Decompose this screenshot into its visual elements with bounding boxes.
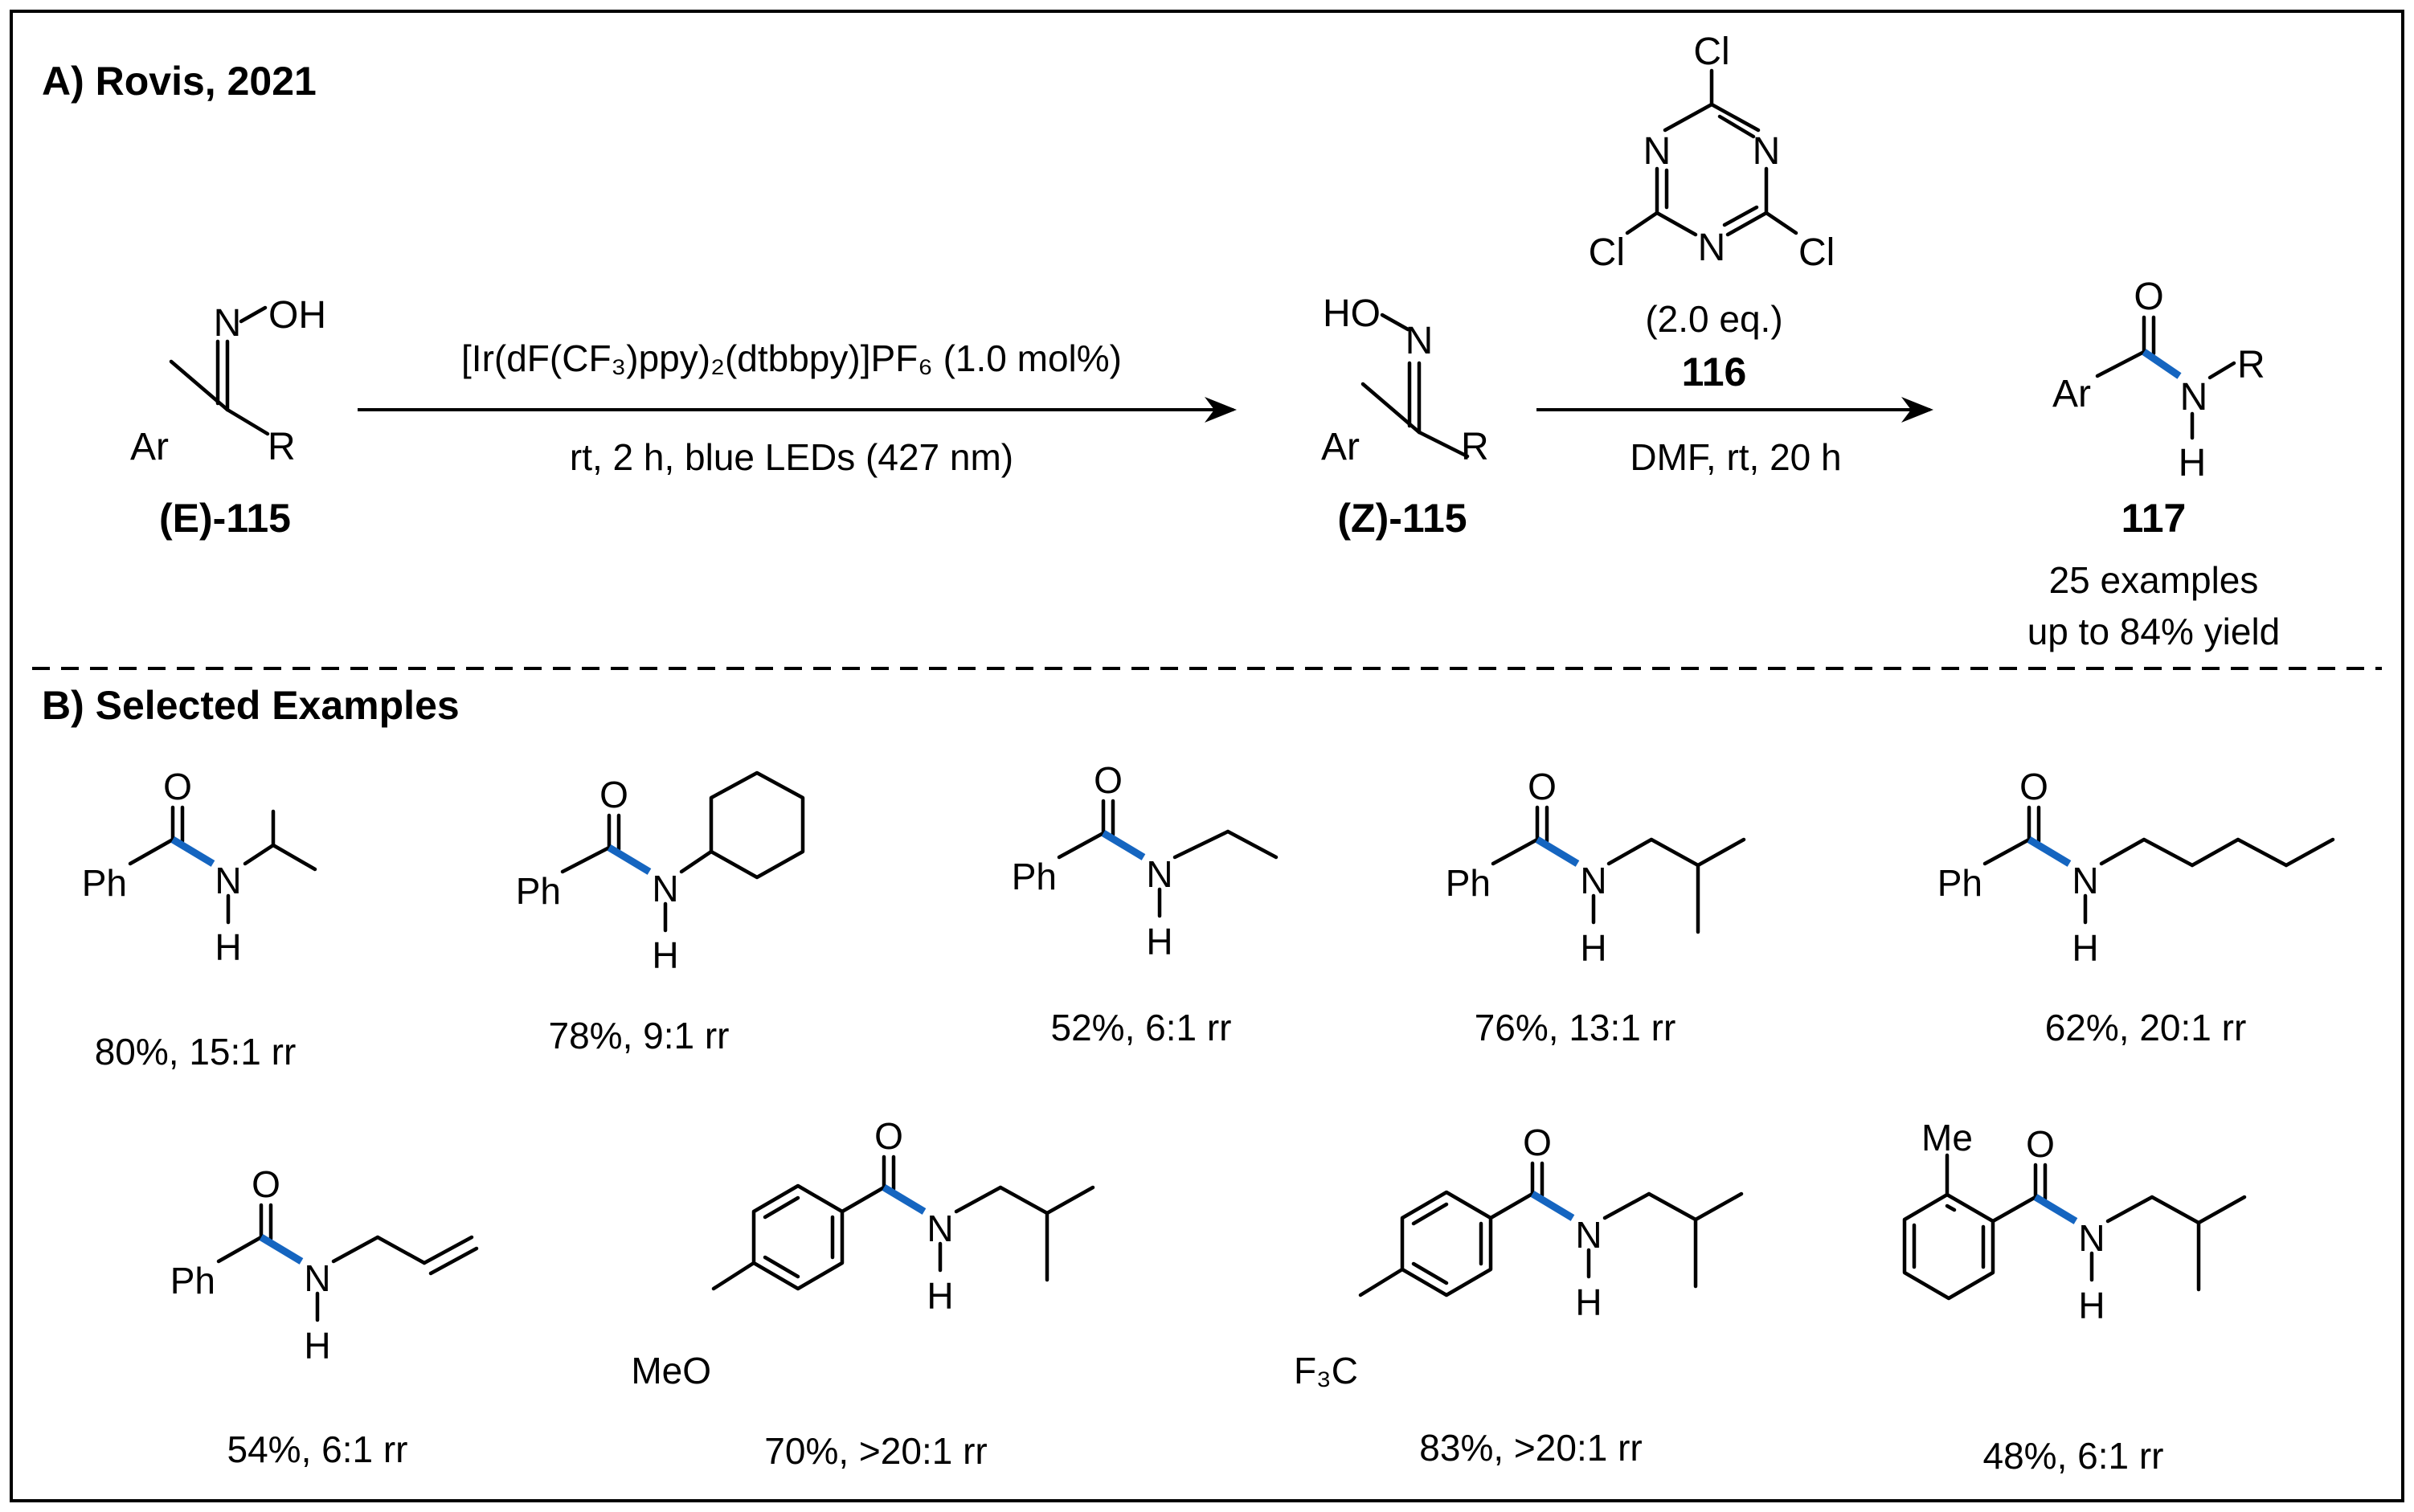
compound-id-z115: (Z)-115 [1337,496,1467,541]
atom-n: N [2072,860,2098,901]
atom-h: H [2072,927,2098,969]
atom-n: N [652,868,678,909]
atom-o: O [599,774,628,815]
example-5-result: 62%, 20:1 rr [2045,1007,2247,1048]
example-2-result: 78%, 9:1 rr [549,1015,730,1056]
atom-o: O [252,1163,280,1205]
example-6-result: 54%, 6:1 rr [227,1428,408,1470]
atom-r: R [1461,426,1489,468]
atom-h: H [927,1275,953,1317]
atom-meo: MeO [631,1350,711,1391]
atom-ph: Ph [1012,856,1057,897]
atom-ar: Ar [2052,373,2091,415]
outer-frame [10,10,2404,1502]
atom-h: H [1580,927,1606,969]
atom-o: O [2134,276,2163,318]
example-4-result: 76%, 13:1 rr [1475,1007,1676,1048]
atom-ar: Ar [130,426,169,468]
atom-n: N [1580,860,1606,901]
atom-n: N [2180,376,2208,419]
example-1-structure: O N H Ph [82,766,317,968]
atom-n: N [304,1257,330,1299]
atom-o: O [874,1115,903,1157]
atom-h: H [2179,442,2207,484]
atom-r: R [268,426,296,468]
example-9-structure: O N H Me [1902,1117,2247,1326]
amide-product-structure: O N H Ar R [2052,276,2265,484]
atom-r: R [2237,344,2265,386]
atom-n: N [1698,227,1726,269]
section-b-title: B) Selected Examples [42,683,460,728]
atom-o: O [163,766,192,807]
example-4-structure: O N H Ph [1446,766,1746,969]
atom-n: N [214,302,242,345]
atom-cl: Cl [1798,231,1835,274]
step1-conditions: rt, 2 h, blue LEDs (427 nm) [570,436,1013,478]
compound-id-117: 117 [2121,496,2187,541]
atom-oh: OH [268,294,326,337]
triazine-reagent-structure: Cl N N N Cl Cl [1589,31,1835,274]
example-5-structure: O N H Ph [1937,766,2335,969]
atom-h: H [2078,1285,2105,1326]
atom-ph: Ph [1446,862,1491,904]
example-7-structure: O N H MeO [631,1115,1095,1391]
atom-ph: Ph [516,870,561,912]
example-3-structure: O N H Ph [1012,759,1279,962]
example-8-result: 83%, >20:1 rr [1419,1427,1642,1469]
atom-n: N [215,860,241,901]
atom-n: N [927,1208,953,1249]
compound-id-e115: (E)-115 [159,496,291,541]
product-example-count: 25 examples [2049,559,2259,601]
section-a-title: A) Rovis, 2021 [42,59,317,104]
example-2-structure: O N H Ph [516,770,805,976]
step2-conditions: DMF, rt, 20 h [1630,436,1841,478]
z-oxime-structure: N HO Ar R [1321,292,1489,468]
atom-o: O [1523,1122,1552,1163]
example-8-structure: O N H F₃C [1294,1122,1744,1391]
atom-ho: HO [1323,292,1381,335]
atom-n: N [1405,320,1434,362]
atom-h: H [1575,1281,1602,1323]
atom-ph: Ph [82,862,127,904]
atom-ph: Ph [1937,862,1982,904]
product-yield-note: up to 84% yield [2027,611,2281,652]
compound-id-116: 116 [1682,349,1747,394]
atom-o: O [2026,1123,2055,1165]
atom-n: N [2078,1217,2105,1259]
atom-o: O [2019,766,2048,807]
atom-n: N [1575,1214,1602,1256]
step1-catalyst: [Ir(dF(CF₃)ppy)₂(dtbbpy)]PF₆ (1.0 mol%) [461,337,1122,379]
atom-me: Me [1921,1117,1973,1159]
atom-o: O [1528,766,1557,807]
atom-n: N [1753,130,1781,173]
atom-h: H [215,926,241,968]
atom-ar: Ar [1321,426,1360,468]
example-6-structure: O N H Ph [170,1163,479,1367]
example-3-result: 52%, 6:1 rr [1051,1007,1232,1048]
example-1-result: 80%, 15:1 rr [95,1031,297,1073]
atom-cl: Cl [1693,31,1729,73]
atom-h: H [304,1325,330,1367]
atom-cl: Cl [1589,231,1625,274]
example-9-result: 48%, 6:1 rr [1983,1435,2164,1477]
atom-n: N [1146,853,1172,895]
atom-n: N [1643,130,1671,173]
atom-o: O [1094,759,1123,801]
atom-f3c: F₃C [1294,1350,1358,1391]
e-oxime-structure: N OH Ar R [130,294,326,468]
atom-ph: Ph [170,1260,215,1302]
example-7-result: 70%, >20:1 rr [764,1430,987,1472]
atom-h: H [652,934,678,976]
atom-h: H [1146,921,1172,962]
reagent-equiv: (2.0 eq.) [1645,298,1782,340]
